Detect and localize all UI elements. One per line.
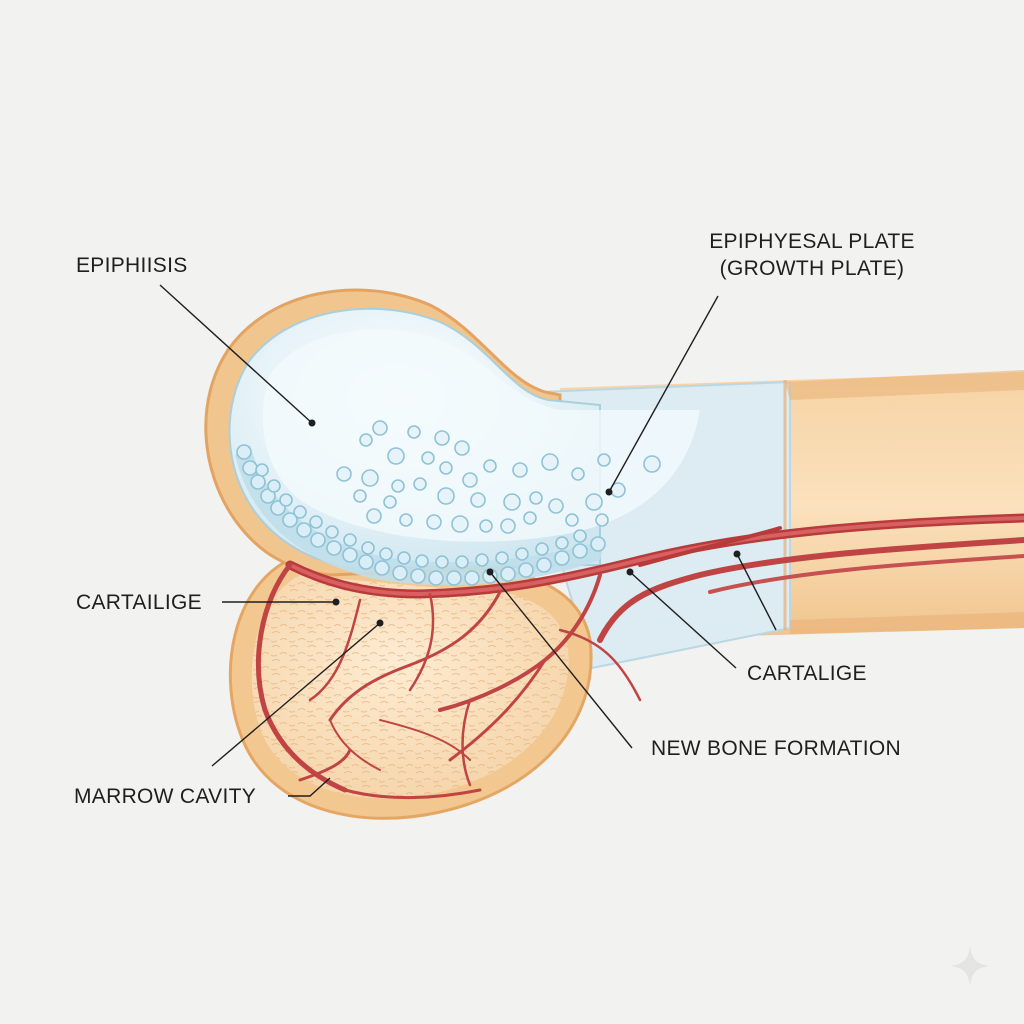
- label-epiphysis: EPIPHIISIS: [76, 254, 188, 277]
- label-epiphyseal-plate: EPIPHYESAL PLATE (GROWTH PLATE): [662, 228, 962, 283]
- label-marrow-cavity: MARROW CAVITY: [74, 785, 257, 808]
- label-epiphyseal-plate-line2: (GROWTH PLATE): [719, 257, 905, 281]
- chondrocyte-cells: [236, 444, 606, 586]
- label-cartilage-right: CARTALIGE: [747, 662, 867, 685]
- blood-vessels: [256, 513, 1024, 800]
- shaft-outer-edge: [785, 370, 1024, 400]
- label-epiphyseal-plate-line1: EPIPHYESAL PLATE: [709, 230, 915, 253]
- label-new-bone-formation: NEW BONE FORMATION: [651, 737, 902, 760]
- sparkle-icon: [950, 946, 990, 986]
- leader-lines: [159, 284, 777, 797]
- scattered-cells: [336, 420, 661, 534]
- leader-dots: [308, 419, 741, 627]
- label-cartilage-left: CARTAILIGE: [76, 591, 202, 614]
